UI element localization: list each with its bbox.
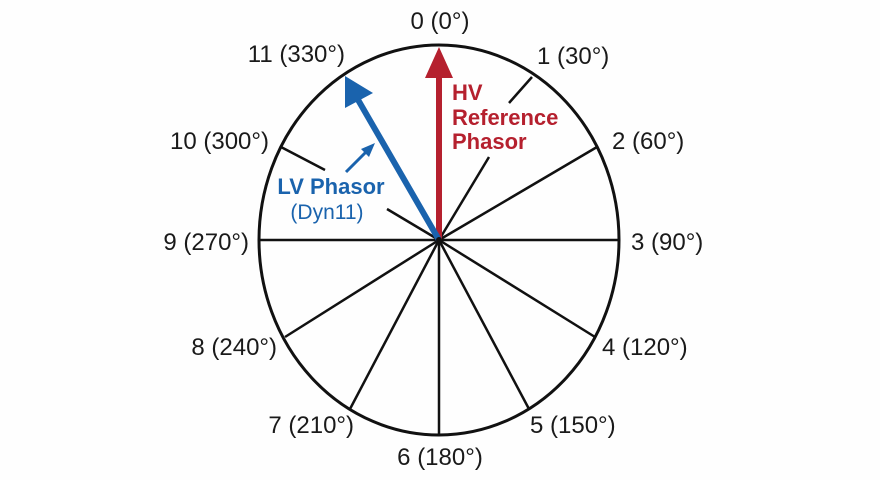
clock-spokes xyxy=(259,76,619,435)
hv-phasor-arrow xyxy=(425,47,453,240)
spoke-10-inner xyxy=(386,207,440,242)
hour-label-8: 8 (240°) xyxy=(191,334,277,361)
hour-label-2: 2 (60°) xyxy=(612,128,684,155)
hour-label-6: 6 (180°) xyxy=(397,444,483,471)
hv-phasor-label: HV Reference Phasor xyxy=(452,80,558,154)
hour-labels: 0 (0°) 1 (30°) 2 (60°) 3 (90°) 4 (120°) … xyxy=(163,8,703,471)
spoke-1-outer xyxy=(508,76,533,104)
hour-label-0: 0 (0°) xyxy=(411,8,470,35)
lv-phasor-arrow xyxy=(345,76,442,242)
spoke-2 xyxy=(438,145,598,242)
hour-label-4: 4 (120°) xyxy=(602,334,688,361)
hv-label-line1: HV xyxy=(452,80,483,105)
spoke-8 xyxy=(284,238,440,339)
center-point xyxy=(436,237,442,243)
lv-label-line2: (Dyn11) xyxy=(290,201,363,224)
lv-phasor-label: LV Phasor (Dyn11) xyxy=(277,174,385,224)
spoke-10-outer xyxy=(280,145,326,172)
spoke-7 xyxy=(348,239,441,410)
hour-label-9: 9 (270°) xyxy=(163,229,249,256)
lv-label-pointer-arrow xyxy=(344,143,375,174)
spoke-1-inner xyxy=(437,156,491,241)
hour-label-7: 7 (210°) xyxy=(268,412,354,439)
hour-label-1: 1 (30°) xyxy=(537,43,609,70)
hv-label-line3: Phasor xyxy=(452,129,527,154)
hour-label-3: 3 (90°) xyxy=(631,229,703,256)
spoke-5 xyxy=(437,239,531,410)
hour-label-5: 5 (150°) xyxy=(530,412,616,439)
spoke-4 xyxy=(438,238,596,339)
lv-label-line1: LV Phasor xyxy=(277,174,385,199)
hour-label-10: 10 (300°) xyxy=(170,128,269,155)
hour-label-11: 11 (330°) xyxy=(248,41,345,68)
hv-label-line2: Reference xyxy=(452,105,558,130)
